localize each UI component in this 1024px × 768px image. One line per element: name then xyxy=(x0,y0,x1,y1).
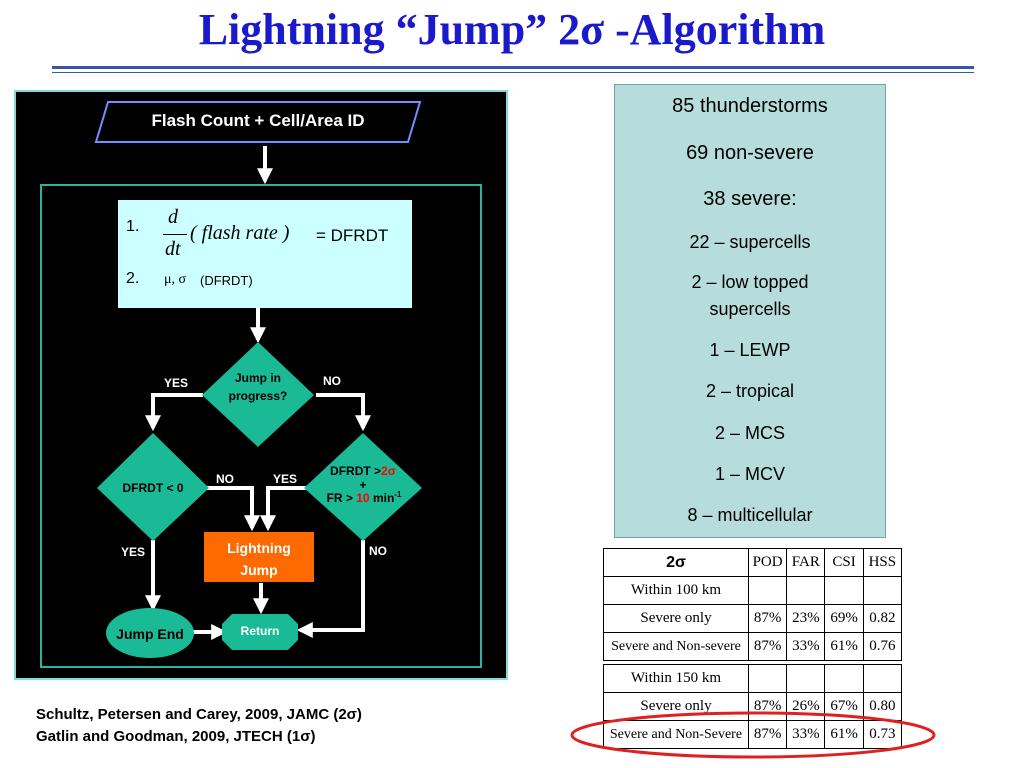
step1-expression: ( flash rate ) xyxy=(190,222,290,244)
decision-dfrdt-threshold xyxy=(304,433,422,541)
table-cell: Severe only xyxy=(603,692,749,721)
stats-line: 38 severe: xyxy=(703,188,797,210)
stats-line: 85 thunderstorms xyxy=(672,95,828,117)
step2-greek: μ, σ xyxy=(164,272,187,287)
arrow-no-low xyxy=(296,540,365,638)
start-label: Flash Count + Cell/Area ID xyxy=(151,111,365,130)
table-cell: 87% xyxy=(747,692,788,721)
table-cell: Severe and Non-Severe xyxy=(603,720,749,749)
stats-line: 2 – MCS xyxy=(714,423,786,443)
stats-line: 1 – LEWP xyxy=(709,340,791,360)
table-header: CSI xyxy=(824,548,864,577)
table-group-row: Within 150 km xyxy=(603,664,903,693)
jump-end-label: Jump End xyxy=(116,626,184,642)
table-group-row: Within 100 km xyxy=(603,576,903,605)
table-cell: 26% xyxy=(786,692,826,721)
label-no-low: NO xyxy=(369,544,387,558)
stats-line: 2 – tropical xyxy=(705,381,795,401)
lightning-jump-box xyxy=(204,532,314,582)
jump-line1: Lightning xyxy=(227,540,291,556)
table-cell: 61% xyxy=(824,632,864,661)
step1-number: 1. xyxy=(126,218,140,235)
table-row: Severe only 87% 26% 67% 0.80 xyxy=(603,692,903,721)
storm-stats-panel: 85 thunderstorms 69 non-severe 38 severe… xyxy=(614,84,886,538)
table-cell: 23% xyxy=(786,604,826,633)
jump-end-oval xyxy=(106,608,194,658)
start-parallelogram xyxy=(94,101,422,143)
decision3-line3: FR > 10 min-1 xyxy=(326,490,402,505)
table-cell: 87% xyxy=(747,720,788,749)
step2-number: 2. xyxy=(126,270,140,287)
table-row: Severe and Non-severe 87% 33% 61% 0.76 xyxy=(603,632,903,661)
label-no-right: NO xyxy=(323,374,341,388)
arrow-yes-mid xyxy=(260,486,316,532)
table-group-label: Within 150 km xyxy=(603,664,749,693)
table-cell: Severe and Non-severe xyxy=(603,632,749,661)
slide-title: Lightning “Jump” 2σ -Algorithm xyxy=(198,5,826,54)
arrow-no-right xyxy=(316,393,371,432)
label-yes-mid: YES xyxy=(273,472,298,486)
return-label: Return xyxy=(240,624,280,638)
step1-numerator: d xyxy=(168,206,178,228)
title-rule-thin xyxy=(52,72,974,73)
table-group-label: Within 100 km xyxy=(603,576,749,605)
table-cell: 0.80 xyxy=(862,692,903,721)
table-header: 2σ xyxy=(603,548,749,577)
table-row: Severe only 87% 23% 69% 0.82 xyxy=(603,604,903,633)
decision2-text: DFRDT < 0 xyxy=(122,481,184,495)
reference-2: Gatlin and Goodman, 2009, JTECH (1σ) xyxy=(36,728,316,745)
fraction-bar xyxy=(163,234,187,235)
equation-box xyxy=(118,200,412,308)
label-yes-low: YES xyxy=(121,545,146,559)
table-cell: 0.73 xyxy=(862,720,903,749)
reference-1: Schultz, Petersen and Carey, 2009, JAMC … xyxy=(36,706,362,723)
table-header: POD xyxy=(747,548,788,577)
decision1-line2: progress? xyxy=(228,389,288,403)
label-no-mid: NO xyxy=(216,472,234,486)
table-cell: 33% xyxy=(786,632,826,661)
table-cell: 33% xyxy=(786,720,826,749)
table-header: HSS xyxy=(862,548,903,577)
table-cell: 0.82 xyxy=(862,604,903,633)
step1-denominator: dt xyxy=(165,238,181,260)
stats-line: 8 – multicellular xyxy=(687,505,813,525)
table-cell: 87% xyxy=(747,604,788,633)
table-cell: 61% xyxy=(824,720,864,749)
decision3-line1: DFRDT >2σ xyxy=(330,464,396,478)
skill-score-table: 2σ POD FAR CSI HSS Within 100 km Severe … xyxy=(603,548,903,749)
algorithm-frame xyxy=(40,184,482,668)
table-header-row: 2σ POD FAR CSI HSS xyxy=(603,548,903,577)
stats-line: 69 non-severe xyxy=(686,142,814,164)
decision-jump-in-progress xyxy=(202,342,314,447)
table-cell: 69% xyxy=(824,604,864,633)
decision3-plus: + xyxy=(359,478,367,492)
stats-line: 1 – MCV xyxy=(714,464,786,484)
decision-dfrdt-negative xyxy=(97,433,209,541)
table-cell: 0.76 xyxy=(862,632,903,661)
table-cell: Severe only xyxy=(603,604,749,633)
stats-line: 2 – low topped xyxy=(691,272,809,292)
table-cell: 87% xyxy=(747,632,788,661)
stats-line: 22 – supercells xyxy=(689,232,811,252)
decision1-line1: Jump in xyxy=(234,371,281,385)
return-octagon xyxy=(222,614,298,650)
table-header: FAR xyxy=(786,548,826,577)
stats-line: supercells xyxy=(709,299,791,319)
arrow-no-mid xyxy=(205,486,260,532)
title-rule xyxy=(52,66,974,69)
step1-result: = DFRDT xyxy=(316,226,389,245)
table-cell: 67% xyxy=(824,692,864,721)
label-yes-left: YES xyxy=(164,376,189,390)
arrow-yes-left xyxy=(145,393,203,432)
jump-line2: Jump xyxy=(240,562,278,578)
step2-text: (DFRDT) xyxy=(200,273,253,288)
table-row-highlighted: Severe and Non-Severe 87% 33% 61% 0.73 xyxy=(603,720,903,749)
